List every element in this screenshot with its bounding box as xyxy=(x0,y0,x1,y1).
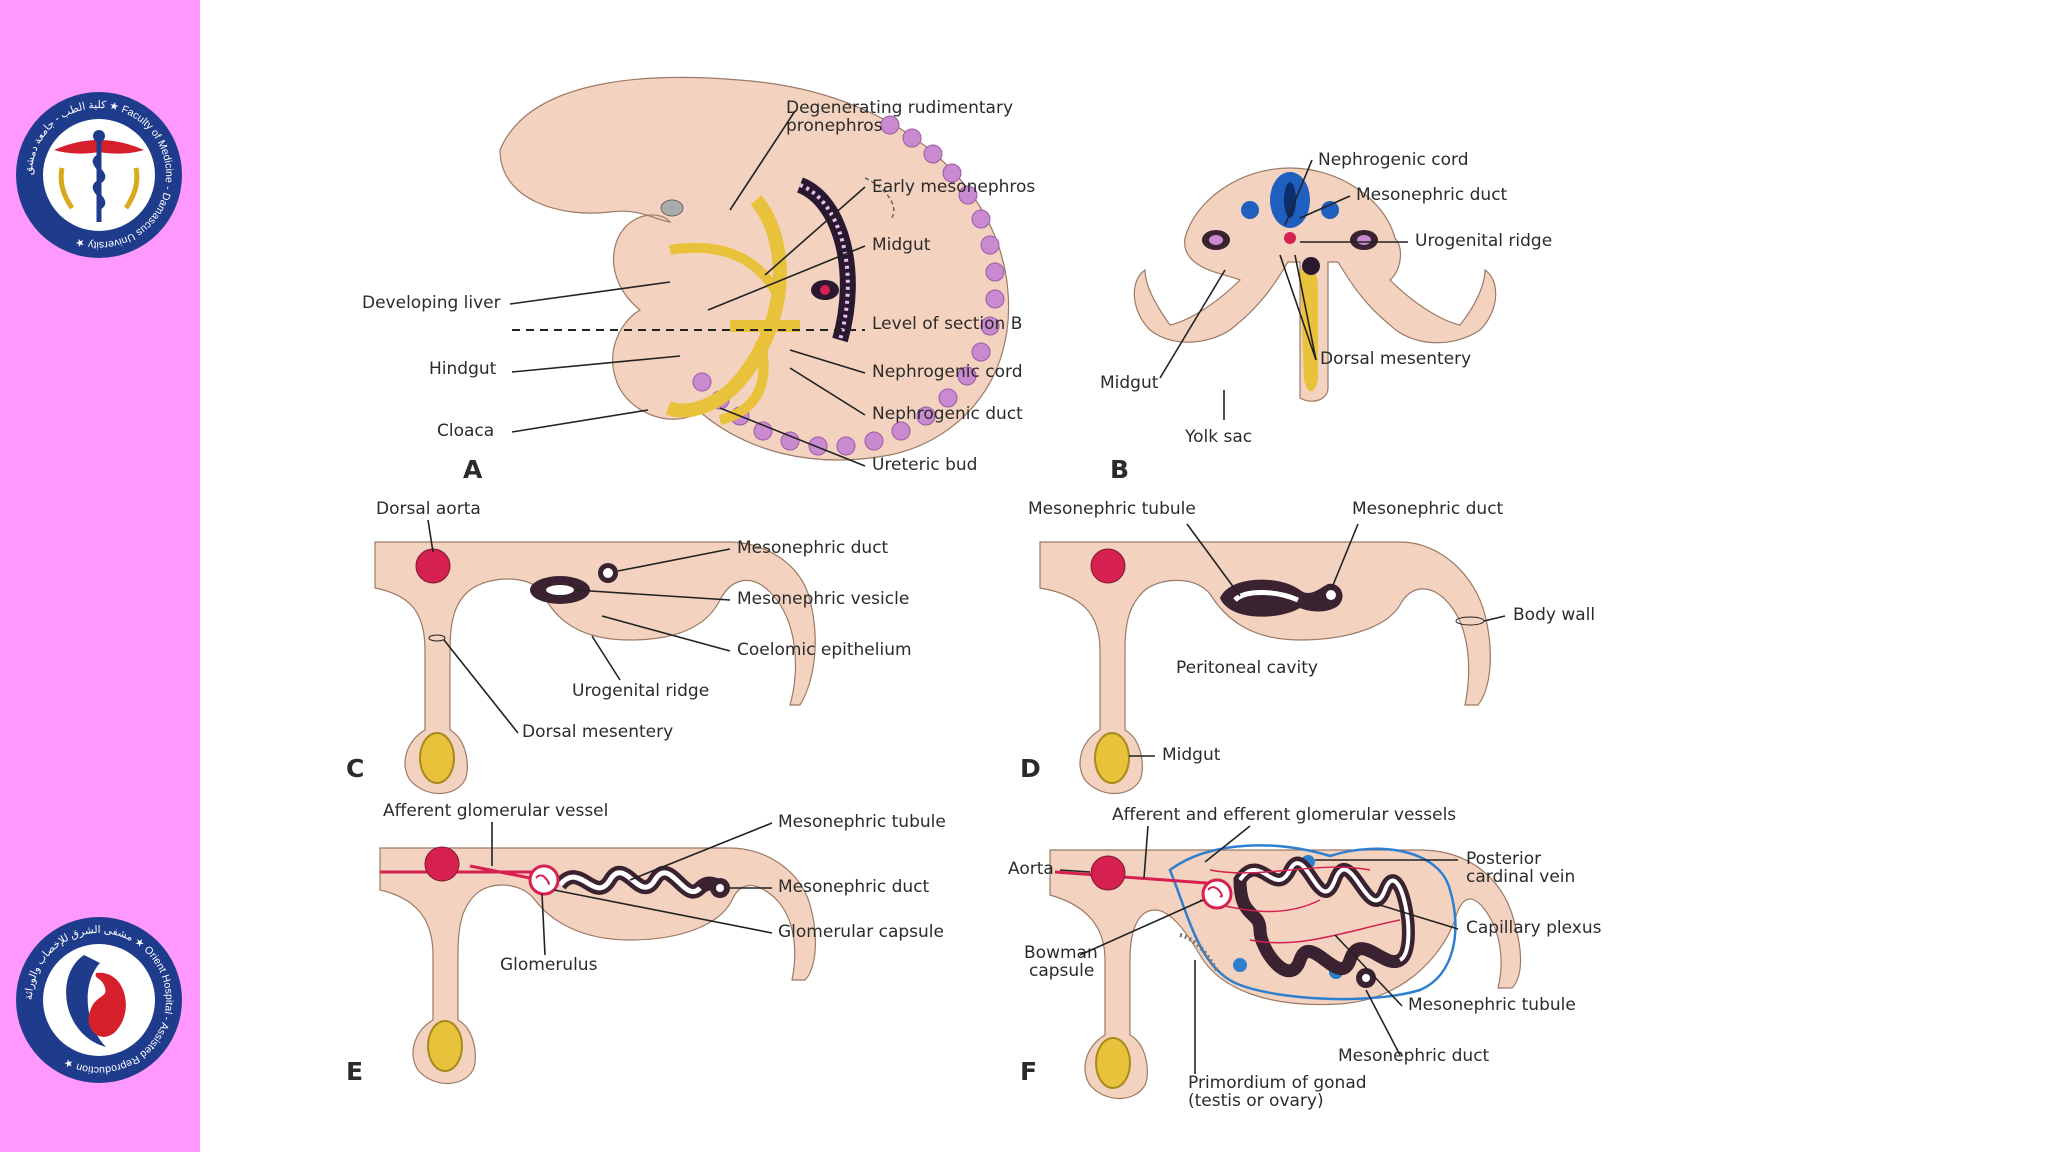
panel-letter-f: F xyxy=(1020,1057,1037,1086)
gut-tube xyxy=(665,195,787,418)
panel-letter-e: E xyxy=(346,1057,363,1086)
mesonephros-diagram: Degenerating rudimentary pronephros Earl… xyxy=(346,76,1602,1111)
panel-f: Afferent and efferent glomerular vessels… xyxy=(1008,805,1602,1111)
label-mesonephric-duct-c: Mesonephric duct xyxy=(737,538,889,558)
label-coelomic-epithelium: Coelomic epithelium xyxy=(737,640,912,660)
label-nephrogenic-duct: Nephrogenic duct xyxy=(872,404,1023,424)
label-early-mesonephros: Early mesonephros xyxy=(872,177,1035,197)
panel-letter-d: D xyxy=(1020,754,1041,783)
label-bowman-capsule-line2: capsule xyxy=(1029,961,1094,981)
section-e xyxy=(379,846,816,1084)
label-developing-liver: Developing liver xyxy=(362,293,501,313)
label-mesonephric-tubule-f: Mesonephric tubule xyxy=(1408,995,1576,1015)
label-mesonephric-tubule-d: Mesonephric tubule xyxy=(1028,499,1196,519)
panel-d: Mesonephric tubule Mesonephric duct Body… xyxy=(1020,499,1595,794)
hospital-logo: مشفى الشرق للإخصاب والوراثة ★ Orient Hos… xyxy=(16,917,182,1083)
faculty-logo: كلية الطب - جامعة دمشق ★ Faculty of Medi… xyxy=(16,92,182,258)
caduceus-icon xyxy=(54,130,144,222)
label-primordium-gonad-line1: Primordium of gonad xyxy=(1188,1073,1367,1093)
label-glomerular-capsule: Glomerular capsule xyxy=(778,922,944,942)
label-mesonephric-tubule-e: Mesonephric tubule xyxy=(778,812,946,832)
label-primordium-gonad-line2: (testis or ovary) xyxy=(1188,1091,1324,1111)
label-midgut-b: Midgut xyxy=(1100,373,1159,393)
embryo-illustration xyxy=(499,76,1010,461)
panel-b-leaders xyxy=(1159,159,1408,420)
label-afferent-efferent-vessels: Afferent and efferent glomerular vessels xyxy=(1112,805,1456,825)
label-ureteric-bud: Ureteric bud xyxy=(872,455,977,475)
label-peritoneal-cavity: Peritoneal cavity xyxy=(1176,658,1318,678)
panel-letter-b: B xyxy=(1110,455,1129,484)
label-urogenital-ridge-c: Urogenital ridge xyxy=(572,681,709,701)
label-bowman-capsule-line1: Bowman xyxy=(1024,943,1098,963)
label-urogenital-ridge-b: Urogenital ridge xyxy=(1415,231,1552,251)
label-midgut-a: Midgut xyxy=(872,235,931,255)
somites xyxy=(692,115,1005,456)
sidebar: كلية الطب - جامعة دمشق ★ Faculty of Medi… xyxy=(0,0,200,1152)
label-nephrogenic-cord-b: Nephrogenic cord xyxy=(1318,150,1469,170)
label-dorsal-mesentery-b: Dorsal mesentery xyxy=(1320,349,1471,369)
label-dorsal-mesentery-c: Dorsal mesentery xyxy=(522,722,673,742)
label-mesonephric-duct-f: Mesonephric duct xyxy=(1338,1046,1490,1066)
label-afferent-glomerular-vessel: Afferent glomerular vessel xyxy=(383,801,608,821)
label-degenerating-pronephros-line1: Degenerating rudimentary xyxy=(786,98,1013,118)
label-capillary-plexus: Capillary plexus xyxy=(1466,918,1602,938)
section-d xyxy=(1039,541,1491,794)
label-mesonephric-duct-b: Mesonephric duct xyxy=(1356,185,1508,205)
label-aorta: Aorta xyxy=(1008,859,1054,879)
panel-letter-a: A xyxy=(463,455,483,484)
label-mesonephric-duct-d: Mesonephric duct xyxy=(1352,499,1504,519)
panel-c: Dorsal aorta Mesonephric duct Mesonephri… xyxy=(346,499,912,794)
label-posterior-cardinal-vein-line1: Posterior xyxy=(1466,849,1541,869)
label-dorsal-aorta: Dorsal aorta xyxy=(376,499,481,519)
label-hindgut: Hindgut xyxy=(429,359,497,379)
panel-e-leaders xyxy=(491,822,773,956)
label-degenerating-pronephros-line2: pronephros xyxy=(786,116,883,136)
panel-d-leaders xyxy=(1129,523,1506,757)
label-glomerulus: Glomerulus xyxy=(500,955,598,975)
mother-fetus-icon xyxy=(66,955,126,1047)
label-body-wall: Body wall xyxy=(1513,605,1595,625)
label-nephrogenic-cord-a: Nephrogenic cord xyxy=(872,362,1023,382)
panel-letter-c: C xyxy=(346,754,364,783)
label-level-section-b: Level of section B xyxy=(872,314,1022,334)
label-mesonephric-duct-e: Mesonephric duct xyxy=(778,877,930,897)
panel-c-leaders xyxy=(427,519,731,734)
label-yolk-sac: Yolk sac xyxy=(1184,427,1252,447)
label-posterior-cardinal-vein-line2: cardinal vein xyxy=(1466,867,1575,887)
label-cloaca: Cloaca xyxy=(437,421,494,441)
label-midgut-d: Midgut xyxy=(1162,745,1221,765)
panel-e: Afferent glomerular vessel Mesonephric t… xyxy=(346,801,946,1086)
label-mesonephric-vesicle: Mesonephric vesicle xyxy=(737,589,909,609)
panel-b: Nephrogenic cord Mesonephric duct Urogen… xyxy=(1100,150,1552,484)
panel-f-leaders xyxy=(1059,825,1459,1074)
section-c xyxy=(374,541,816,794)
panel-a-leaders xyxy=(509,110,866,467)
panel-a: Degenerating rudimentary pronephros Earl… xyxy=(362,76,1035,484)
